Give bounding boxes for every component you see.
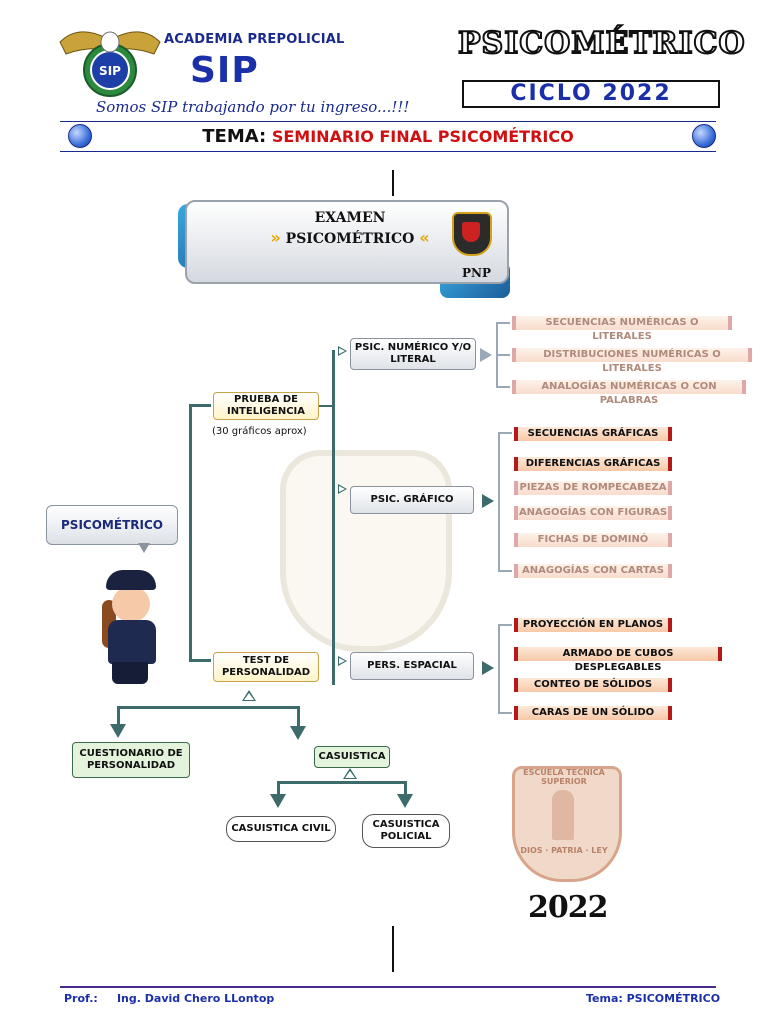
crest-bottom-text: DIOS · PATRIA · LEY <box>520 846 608 855</box>
connector <box>277 781 280 795</box>
brand-title: SIP <box>190 50 259 91</box>
tema-bar: TEMA: SEMINARIO FINAL PSICOMÉTRICO <box>60 121 716 152</box>
course-title: PSICOMÉTRICO <box>457 25 746 62</box>
node-questionnaire: CUESTIONARIO DE PERSONALIDAD <box>72 742 190 778</box>
spatial-item: CARAS DE UN SÓLIDO <box>514 706 672 720</box>
pnp-crest-icon <box>452 212 492 256</box>
footer-divider <box>60 986 716 988</box>
connector <box>496 386 510 388</box>
connector <box>498 570 512 572</box>
officer-torso <box>108 620 156 664</box>
graphic-item: FICHAS DE DOMINÓ <box>514 533 672 547</box>
arrow-down-icon <box>110 724 126 738</box>
globe-icon <box>692 124 716 148</box>
bubble-tail <box>138 543 150 553</box>
arrow-down-icon <box>290 726 306 740</box>
node-intelligence: PRUEBA DE INTELIGENCIA <box>213 392 319 420</box>
triangle-right-icon <box>338 656 347 666</box>
node-numeric: PSIC. NUMÉRICO Y/O LITERAL <box>350 338 476 370</box>
triangle-right-icon <box>338 346 347 356</box>
triangle-right-icon <box>338 484 347 494</box>
top-divider <box>392 170 394 196</box>
banner-line1: EXAMEN <box>314 210 386 226</box>
footer-professor: Prof.: Ing. David Chero LLontop <box>64 992 274 1005</box>
footer-tema: Tema: PSICOMÉTRICO <box>586 992 721 1005</box>
node-graphic: PSIC. GRÁFICO <box>350 486 474 514</box>
torch-icon <box>552 790 574 840</box>
officer-face <box>112 586 150 622</box>
watermark-shield <box>280 450 452 652</box>
connector <box>318 405 334 407</box>
node-casuistry-civil: CASUISTICA CIVIL <box>226 816 336 842</box>
graphic-item: ANAGOGÍAS CON FIGURAS <box>514 506 672 520</box>
connector <box>117 706 300 709</box>
chevron-right-icon: » <box>270 228 281 247</box>
spatial-item: CONTEO DE SÓLIDOS <box>514 678 672 692</box>
root-node: PSICOMÉTRICO <box>46 505 178 545</box>
node-spatial: PERS. ESPACIAL <box>350 652 474 680</box>
logo-badge-text: SIP <box>99 64 121 78</box>
connector <box>498 624 500 714</box>
arrow-right-icon <box>482 494 494 508</box>
intelligence-note: (30 gráficos aprox) <box>212 426 307 437</box>
connector <box>498 712 512 714</box>
footer-prof-name: Ing. David Chero LLontop <box>116 992 275 1005</box>
connector <box>404 781 407 795</box>
globe-icon <box>68 124 92 148</box>
connector <box>496 322 510 324</box>
banner-line2-text: PSICOMÉTRICO <box>285 231 415 247</box>
connector <box>189 405 192 662</box>
connector <box>498 624 512 626</box>
graphic-item: PIEZAS DE ROMPECABEZA <box>514 481 672 495</box>
spatial-item: PROYECCIÓN EN PLANOS <box>514 618 672 632</box>
arrow-down-icon <box>397 794 413 808</box>
tema-text: TEMA: SEMINARIO FINAL PSICOMÉTRICO <box>60 126 716 147</box>
arrow-right-icon <box>482 661 494 675</box>
connector <box>297 706 300 728</box>
bottom-divider <box>392 926 394 972</box>
connector <box>332 350 335 685</box>
tema-value: SEMINARIO FINAL PSICOMÉTRICO <box>271 127 574 146</box>
node-casuistry-police: CASUISTICA POLICIAL <box>362 814 450 848</box>
triangle-up-icon <box>242 690 256 701</box>
pnp-crest-inner <box>462 222 480 242</box>
academy-name: ACADEMIA PREPOLICIAL <box>164 32 345 47</box>
connector <box>189 659 211 662</box>
arrow-down-icon <box>270 794 286 808</box>
sip-eagle-logo: SIP <box>58 20 162 100</box>
chevron-left-icon: « <box>419 228 430 247</box>
graphic-item: ANAGOGÍAS CON CARTAS <box>514 564 672 578</box>
police-cap-icon <box>106 570 156 590</box>
spatial-item: ARMADO DE CUBOS DESPLEGABLES <box>514 647 722 673</box>
numeric-item: SECUENCIAS NUMÉRICAS O LITERALES <box>512 316 732 342</box>
slogan: Somos SIP trabajando por tu ingreso...!!… <box>96 98 410 116</box>
connector <box>496 354 510 356</box>
connector <box>498 432 512 434</box>
cycle-box: CICLO 2022 <box>462 80 720 108</box>
connector <box>498 432 500 572</box>
arrow-right-icon <box>480 348 492 362</box>
tema-label: TEMA: <box>202 126 267 147</box>
numeric-item: ANALOGÍAS NUMÉRICAS O CON PALABRAS <box>512 380 746 406</box>
banner-line2: » PSICOMÉTRICO « <box>270 228 430 247</box>
footer-prof-label: Prof.: <box>64 992 98 1005</box>
connector <box>117 706 120 726</box>
pnp-label: PNP <box>462 266 492 280</box>
numeric-item: DISTRIBUCIONES NUMÉRICAS O LITERALES <box>512 348 752 374</box>
connector <box>277 781 407 784</box>
crest-top-text: ESCUELA TECNICA SUPERIOR <box>523 768 605 786</box>
graphic-item: SECUENCIAS GRÁFICAS <box>514 427 672 441</box>
triangle-up-icon <box>343 768 357 779</box>
node-personality: TEST DE PERSONALIDAD <box>213 652 319 682</box>
officer-legs <box>112 662 148 684</box>
connector <box>189 404 211 407</box>
year-badge: 2022 <box>528 890 608 925</box>
graphic-item: DIFERENCIAS GRÁFICAS <box>514 457 672 471</box>
node-casuistry: CASUISTICA <box>314 746 390 768</box>
